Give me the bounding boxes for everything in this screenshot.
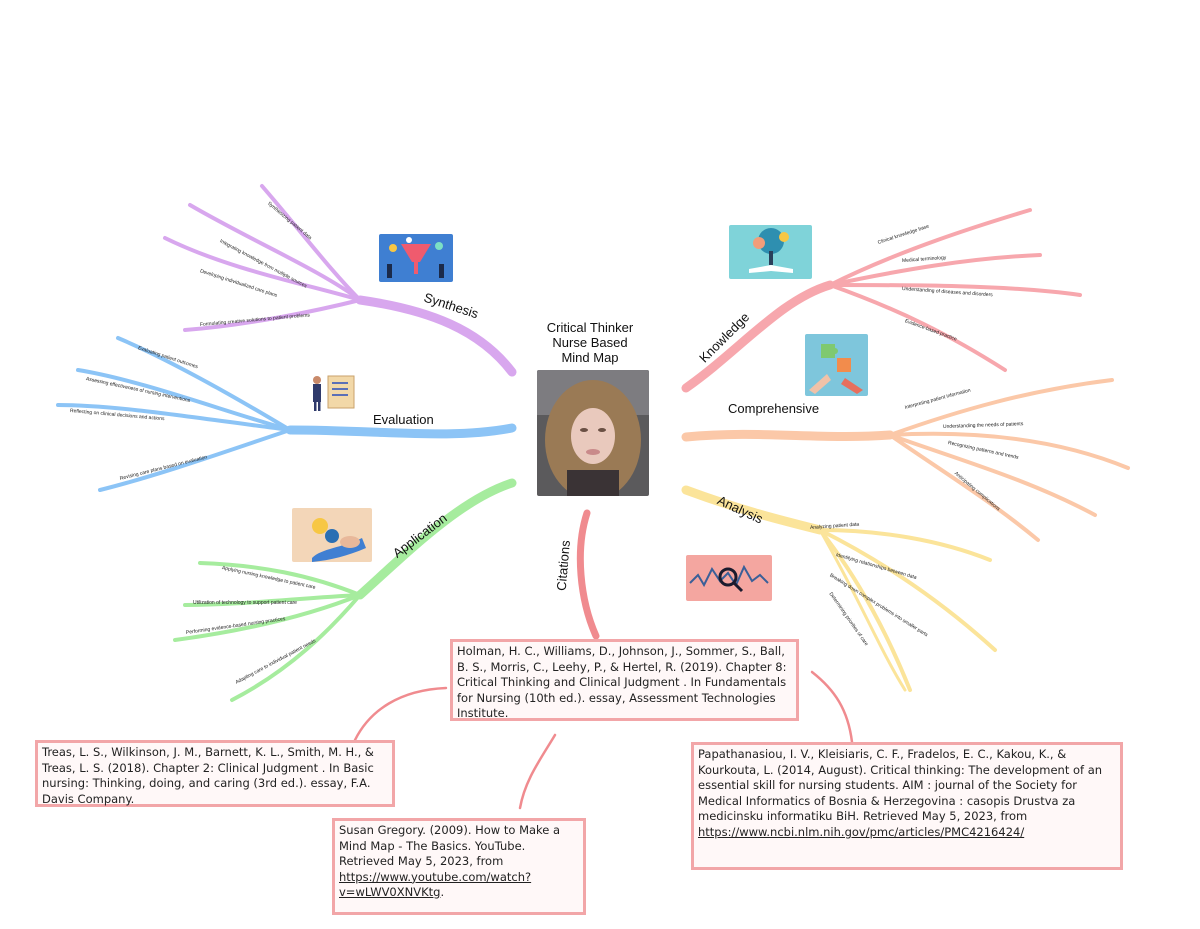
- citation-treas-text: Treas, L. S., Wilkinson, J. M., Barnett,…: [42, 745, 374, 806]
- tree-book-illustration: [729, 225, 812, 279]
- magnifier-chart-illustration: [686, 555, 772, 601]
- citation-papathanasiou-text: Papathanasiou, I. V., Kleisiaris, C. F.,…: [698, 747, 1103, 823]
- puzzle-hands-illustration: [805, 334, 868, 396]
- citation-papathanasiou-link[interactable]: https://www.ncbi.nlm.nih.gov/pmc/article…: [698, 824, 1025, 839]
- citation-holman-text: Holman, H. C., Williams, D., Johnson, J.…: [457, 644, 787, 720]
- branch-label-evaluation: Evaluation: [373, 412, 434, 427]
- funnel-illustration: [379, 234, 453, 282]
- checklist-illustration: [306, 372, 362, 412]
- central-topic-title: Critical Thinker Nurse Based Mind Map: [546, 320, 634, 365]
- citation-gregory-link[interactable]: https://www.youtube.com/watch?v=wLWV0XNV…: [339, 869, 532, 900]
- central-portrait-photo: [537, 370, 649, 496]
- application-branch: [173, 478, 517, 702]
- citation-holman: Holman, H. C., Williams, D., Johnson, J.…: [450, 639, 799, 721]
- analysis-branch: [681, 485, 997, 692]
- knowledge-branch: [681, 208, 1082, 393]
- citation-gregory: Susan Gregory. (2009). How to Make a Min…: [332, 818, 586, 915]
- citation-gregory-end: .: [440, 885, 445, 899]
- evaluation-branch: [56, 336, 517, 492]
- hand-gears-illustration: [292, 508, 372, 562]
- leaf-application-2: Utilization of technology to support pat…: [193, 600, 297, 606]
- branch-label-comprehensive: Comprehensive: [728, 401, 820, 416]
- citation-treas: Treas, L. S., Wilkinson, J. M., Barnett,…: [35, 740, 395, 807]
- citations-branch: [353, 509, 854, 810]
- comprehensive-branch: [681, 378, 1130, 542]
- citation-gregory-text: Susan Gregory. (2009). How to Make a Min…: [339, 823, 561, 868]
- citation-papathanasiou: Papathanasiou, I. V., Kleisiaris, C. F.,…: [691, 742, 1123, 870]
- synthesis-branch: [163, 184, 517, 377]
